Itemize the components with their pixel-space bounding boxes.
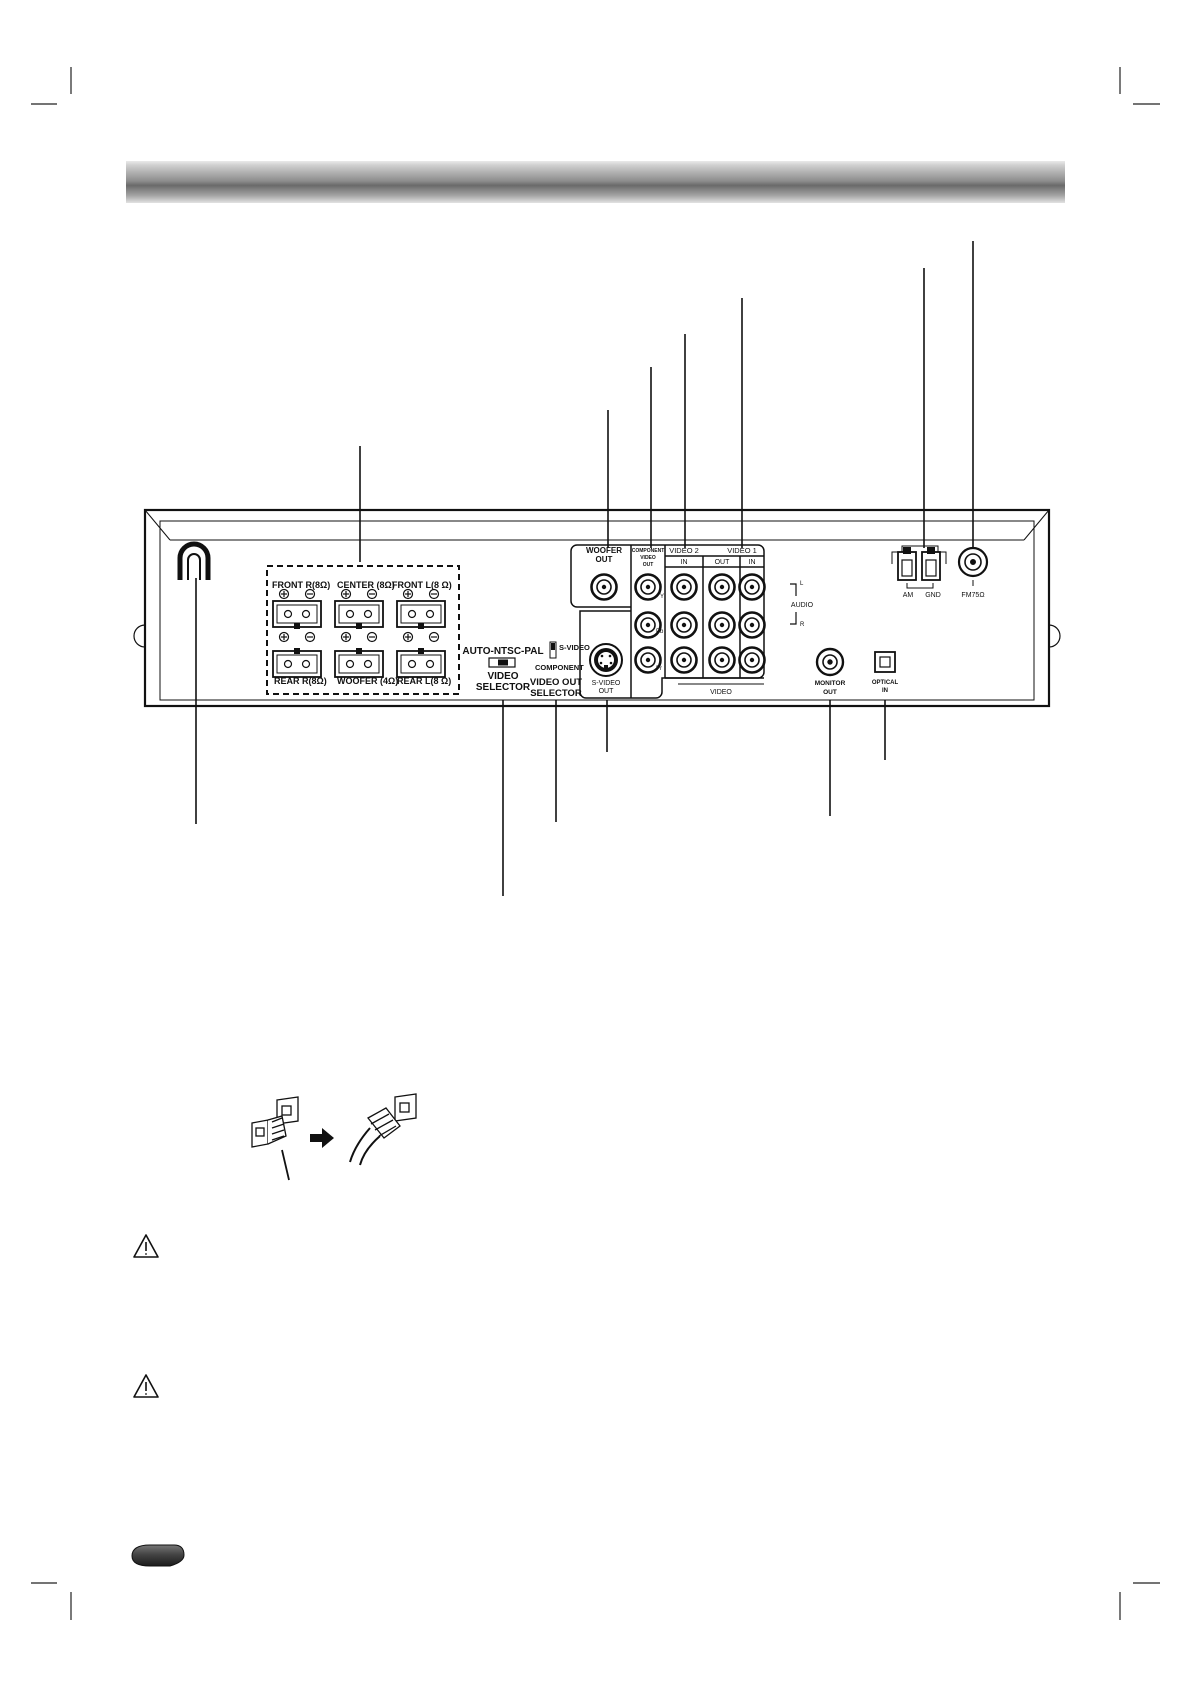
video-row-label: VIDEO [710,689,732,696]
speaker-label-rear-l: REAR L(8 Ω) [397,676,451,686]
svideo-position-label: S-VIDEO [559,643,590,652]
speaker-terminal[interactable] [272,588,322,630]
video1-out-label: OUT [715,559,731,566]
pb-label: Pb [656,629,664,635]
chassis [133,508,1061,708]
video-out-label: VIDEO OUT [530,677,582,688]
svideo-out-jack[interactable] [589,643,623,677]
y-label: Y [660,594,664,600]
speaker-terminal[interactable] [334,588,384,630]
video2-in-audio-r-jack[interactable] [670,611,698,639]
monitor-out-label-1: MONITOR [815,680,846,687]
optical-in-label-2: IN [882,688,888,694]
audio-l-label: L [800,581,804,587]
power-cord-clamp [177,541,211,580]
speaker-terminal-block [266,565,460,695]
video1-in-label: IN [749,559,756,566]
rca-jack-grid [590,573,766,674]
gnd-label: GND [925,592,941,599]
monitor-out-label-2: OUT [823,689,837,696]
audio-r-label: R [800,622,805,628]
caution-icon [133,1374,159,1398]
tv-system-label: AUTO-NTSC-PAL [462,646,543,657]
speaker-label-center: CENTER (8Ω) [337,580,395,590]
video1-out-audio-r-jack[interactable] [708,611,736,639]
polarity-symbols [402,588,440,600]
plug-inserted-icon [349,1093,417,1166]
component-pr-jack[interactable] [634,646,662,674]
callout-lines [195,241,974,896]
video2-in-audio-l-jack[interactable] [670,573,698,601]
section-title-bar [126,161,1065,203]
am-label: AM [903,592,914,599]
crop-marks [31,67,1160,1620]
speaker-terminal[interactable] [334,631,384,678]
component-pb-jack[interactable] [634,611,662,639]
polarity-symbols [340,631,378,643]
woofer-out-label-2: OUT [596,555,613,564]
audio-label: AUDIO [791,602,814,609]
speaker-label-front-r: FRONT R(8Ω) [272,580,330,590]
speaker-label-front-l: FRONT L(8 Ω) [392,580,452,590]
speaker-terminal[interactable] [396,588,446,630]
audio-bracket [790,583,797,625]
speaker-terminal[interactable] [396,631,446,678]
plug-adaptor-icon [251,1115,287,1148]
component-label-3: OUT [643,562,654,568]
woofer-out-label-1: WOOFER [586,546,622,555]
svideo-out-label-2: OUT [599,688,615,695]
video-selector-label: VIDEO [487,671,518,682]
arrow-right-icon [310,1128,334,1148]
video2-label: VIDEO 2 [669,546,699,555]
video1-in-audio-r-jack[interactable] [738,611,766,639]
video-out-slide-switch[interactable] [549,641,557,659]
speaker-label-rear-r: REAR R(8Ω) [274,676,327,686]
component-y-jack[interactable] [634,573,662,601]
caution-icon [133,1234,159,1258]
video2-in-video-jack[interactable] [670,646,698,674]
video1-out-audio-l-jack[interactable] [708,573,736,601]
component-label-1: COMPONENT [632,548,665,554]
speaker-terminal[interactable] [272,631,322,678]
svideo-out-label-1: S-VIDEO [592,680,621,687]
optical-in-jack[interactable] [874,651,896,673]
monitor-out-jack[interactable] [815,647,845,677]
video1-out-video-jack[interactable] [708,646,736,674]
polarity-symbols [402,631,440,643]
video1-in-video-jack[interactable] [738,646,766,674]
woofer-out-jack[interactable] [590,573,618,601]
page-number-tab [131,1544,185,1567]
fm-antenna-jack[interactable] [957,546,989,586]
fm-label: FM75Ω [961,592,984,599]
polarity-symbols [278,631,316,643]
polarity-symbols [278,588,316,600]
selector-label: SELECTOR [476,682,531,693]
wall-outlet-icon [276,1096,299,1125]
video1-in-audio-l-jack[interactable] [738,573,766,601]
pr-label: Pr [656,666,662,672]
polarity-symbols [340,588,378,600]
video-out-selector-label: SELECTOR [530,688,582,699]
component-position-label: COMPONENT [535,663,584,672]
am-antenna-terminals[interactable] [891,545,947,589]
tv-system-slide-switch[interactable] [488,657,516,668]
power-plug-illustration [251,1093,417,1181]
video2-in-label: IN [681,559,688,566]
component-label-2: VIDEO [640,555,656,561]
video1-label: VIDEO 1 [727,546,757,555]
speaker-label-woofer: WOOFER (4Ω) [337,676,398,686]
optical-in-label-1: OPTICAL [872,680,899,686]
